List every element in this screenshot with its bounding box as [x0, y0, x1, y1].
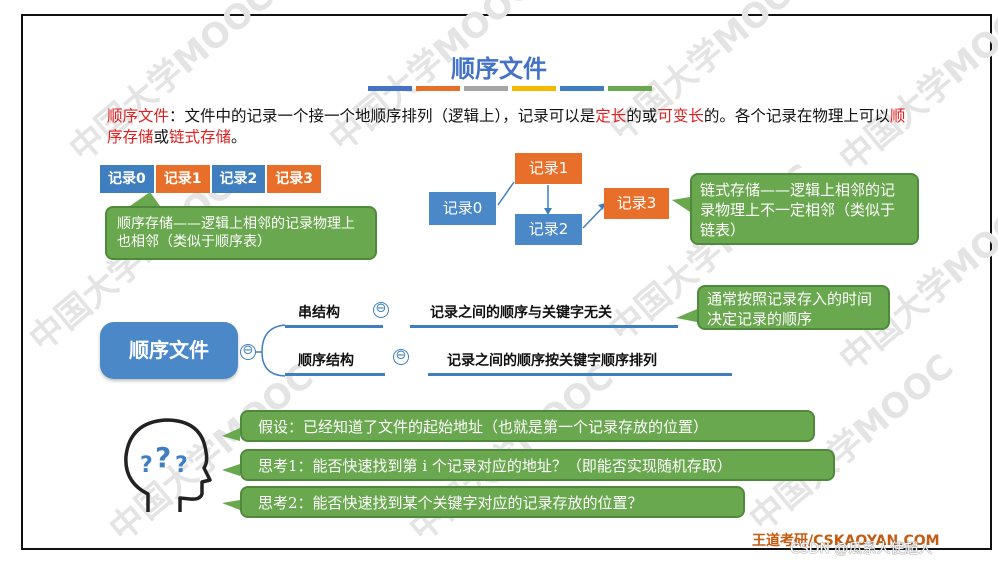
intro-text: 或 [153, 128, 170, 146]
record-cell: 记录0 [100, 165, 156, 193]
seq-storage-callout: 顺序存储——逻辑上相邻的记录物理上也相邻（类似于顺序表） [105, 206, 377, 260]
title-color-bars [368, 86, 652, 91]
term-variable: 可变长 [657, 107, 704, 125]
desc-underline [428, 373, 732, 376]
color-bar [416, 86, 460, 91]
branch-underline [285, 325, 383, 328]
chain-note-callout: 通常按照记录存入的时间决定记录的顺序 [697, 285, 890, 330]
slide-title: 顺序文件 [451, 55, 547, 83]
collapse-icon[interactable]: ⊖ [373, 302, 389, 318]
svg-text:?: ? [155, 441, 171, 474]
linked-record-0: 记录0 [429, 192, 496, 225]
term-linked-storage: 链式存储 [169, 128, 232, 146]
footer-brand: 王道考研/CSKAOYAN.COM [752, 533, 940, 549]
csdn-watermark: CSDN @瓜系人使超人 [790, 541, 933, 557]
assumption-callout: 假设：已经知道了文件的起始地址（也就是第一个记录存放的位置） [240, 410, 815, 442]
desc-underline [410, 325, 678, 328]
branch-seq-structure: 顺序结构 [298, 353, 354, 369]
color-bar [608, 86, 652, 91]
color-bar [464, 86, 508, 91]
collapse-icon[interactable]: ⊖ [393, 349, 409, 365]
svg-text:?: ? [140, 453, 153, 478]
branch-chain-structure: 串结构 [298, 305, 340, 321]
color-bar [560, 86, 604, 91]
linked-record-2: 记录2 [515, 214, 582, 245]
collapse-icon[interactable]: ⊖ [240, 344, 256, 360]
branch-seq-desc: 记录之间的顺序按关键字顺序排列 [447, 353, 657, 369]
intro-paragraph: 顺序文件：文件中的记录一个接一个地顺序排列（逻辑上），记录可以是定长的或可变长的… [107, 106, 907, 148]
branch-chain-desc: 记录之间的顺序与关键字无关 [430, 305, 612, 321]
question-1-callout: 思考1：能否快速找到第 i 个记录对应的地址？（即能否实现随机存取） [240, 449, 835, 481]
linked-record-3: 记录3 [604, 188, 669, 219]
intro-text: 的或 [626, 107, 658, 125]
record-cell: 记录2 [211, 165, 268, 193]
intro-text: 的。各个记录在物理上可以 [703, 107, 890, 125]
term-seq-storage: 顺序存储 [107, 107, 906, 146]
svg-text:?: ? [175, 453, 188, 478]
term-fixed: 定长 [595, 107, 627, 125]
sequential-records: 记录0 记录1 记录2 记录3 [100, 165, 321, 193]
linked-record-1: 记录1 [515, 153, 582, 184]
record-cell: 记录3 [267, 165, 321, 193]
branch-underline [285, 373, 385, 376]
question-2-callout: 思考2：能否快速找到某个关键字对应的记录存放的位置？ [240, 486, 745, 518]
intro-text: 。 [231, 128, 247, 146]
linked-storage-callout: 链式存储——逻辑上相邻的记录物理上不一定相邻（类似于链表） [690, 173, 919, 245]
record-cell: 记录1 [155, 165, 212, 193]
intro-text: ：文件中的记录一个接一个地顺序排列（逻辑上），记录可以是 [169, 107, 596, 125]
term-seq-file: 顺序文件 [107, 107, 170, 125]
color-bar [368, 86, 412, 91]
mindmap-root: 顺序文件 [100, 322, 238, 379]
thinking-head-icon: ? ? ? [124, 418, 212, 512]
color-bar [512, 86, 556, 91]
